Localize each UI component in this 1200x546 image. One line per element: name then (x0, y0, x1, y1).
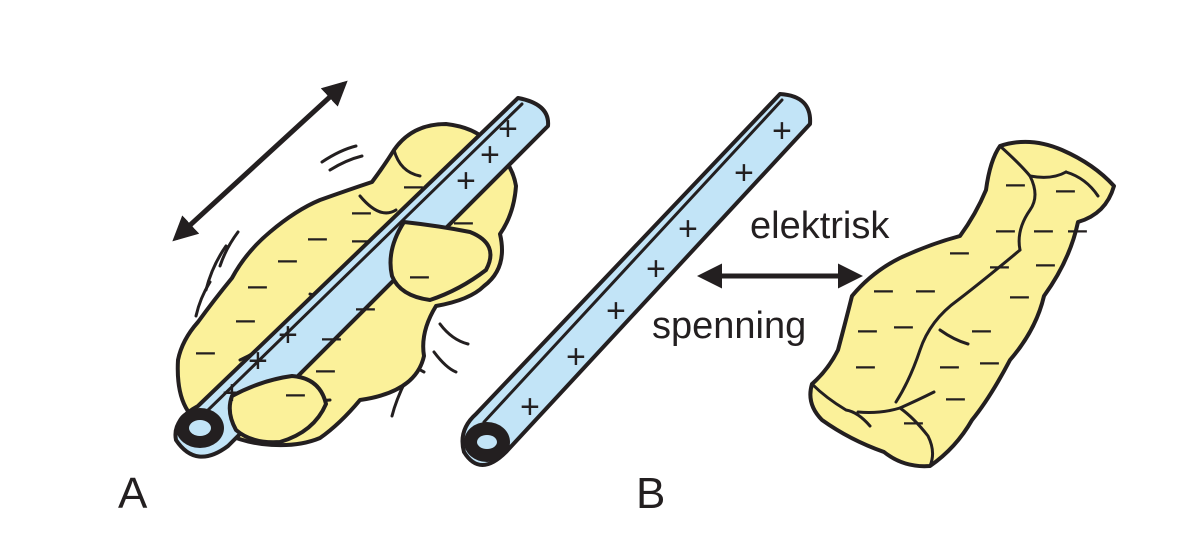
voltage-label-line2: spenning (652, 305, 806, 347)
minus-sign: – (404, 166, 423, 204)
minus-sign: – (894, 306, 913, 344)
minus-sign: – (972, 310, 991, 348)
minus-sign: – (196, 332, 215, 370)
plus-sign: + (498, 110, 518, 148)
rod-b-charges: + + + + + + + (520, 112, 792, 426)
plus-sign: + (566, 338, 586, 376)
rubbing-direction-arrow (172, 80, 348, 242)
plus-sign: + (456, 162, 476, 200)
minus-sign: – (1006, 164, 1025, 202)
plus-sign: + (248, 342, 268, 380)
minus-sign: – (916, 270, 935, 308)
minus-sign: – (278, 240, 297, 278)
plus-sign: + (678, 210, 698, 248)
minus-sign: – (322, 318, 341, 356)
minus-sign: – (856, 346, 875, 384)
minus-sign: – (904, 402, 923, 440)
minus-sign: – (286, 374, 305, 412)
cloth-b-charges: – – – – – – – – – – – – – – – – – – – (856, 164, 1087, 440)
rod-a-charges: + + + + + + (222, 110, 518, 412)
plus-sign: + (772, 112, 792, 150)
plus-sign: + (520, 388, 540, 426)
panel-b: + + + + + + + elektrisk spenning – – – (460, 92, 1116, 518)
minus-sign: – (316, 350, 335, 388)
minus-sign: – (352, 192, 371, 230)
minus-sign: – (1036, 244, 1055, 282)
cloth-b (808, 139, 1116, 469)
minus-sign: – (996, 210, 1015, 248)
plus-sign: + (646, 250, 666, 288)
panel-a: + + + + + + – – – – – – – – – – – – – – … (118, 80, 551, 518)
cloth-b-folds (810, 144, 1100, 468)
plus-sign: + (222, 374, 242, 412)
minus-sign: – (1068, 210, 1087, 248)
plus-sign: + (734, 154, 754, 192)
minus-sign: – (946, 378, 965, 416)
minus-sign: – (352, 220, 371, 258)
minus-sign: – (858, 310, 877, 348)
minus-sign: – (236, 300, 255, 338)
panel-b-label: B (636, 469, 665, 518)
minus-sign: – (1056, 170, 1075, 208)
minus-sign: – (990, 246, 1009, 284)
minus-sign: – (248, 266, 267, 304)
minus-sign: – (1034, 210, 1053, 248)
minus-sign: – (940, 346, 959, 384)
plus-sign: + (606, 292, 626, 330)
minus-sign: – (980, 342, 999, 380)
voltage-label-line1: elektrisk (750, 205, 890, 247)
panel-a-label: A (118, 469, 148, 518)
plus-sign: + (278, 316, 298, 354)
minus-sign: – (1010, 276, 1029, 314)
minus-sign: – (950, 232, 969, 270)
minus-sign: – (874, 270, 893, 308)
minus-sign: – (410, 256, 429, 294)
cloth-a-charges: – – – – – – – – – – – – – – (196, 166, 473, 412)
rod-b (460, 92, 813, 467)
plus-sign: + (480, 136, 500, 174)
minus-sign: – (454, 202, 473, 240)
minus-sign: – (356, 288, 375, 326)
minus-sign: – (308, 218, 327, 256)
